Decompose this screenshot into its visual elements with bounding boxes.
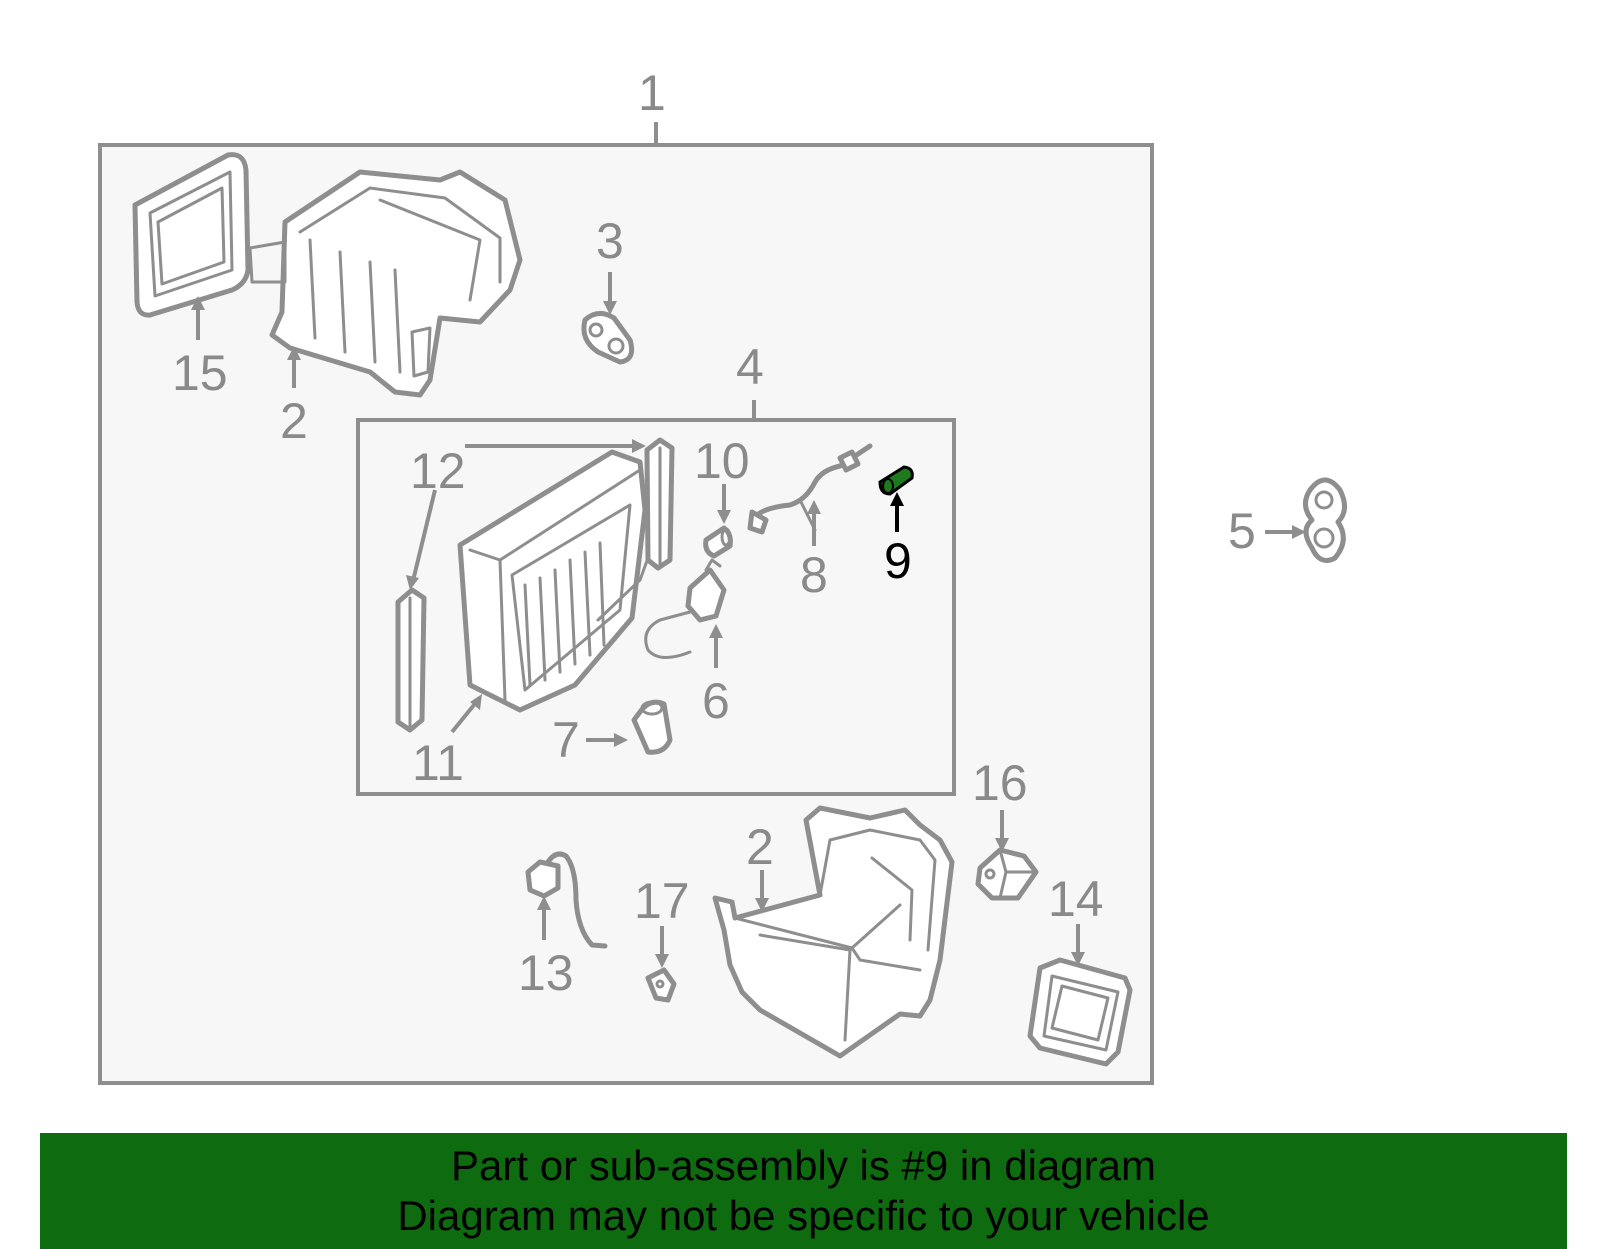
part-3-gasket[interactable] <box>581 311 635 365</box>
part-16-damper[interactable] <box>975 847 1039 901</box>
callout-9[interactable]: 9 <box>884 533 912 589</box>
part-17-clip[interactable] <box>645 967 677 1003</box>
callout-2-upper[interactable]: 2 <box>280 393 308 449</box>
callout-7[interactable]: 7 <box>552 712 580 768</box>
part-14-seal-frame[interactable] <box>1027 957 1133 1067</box>
callout-8[interactable]: 8 <box>800 547 828 603</box>
banner-line-2: Diagram may not be specific to your vehi… <box>397 1192 1210 1239</box>
part-6-expansion-valve[interactable] <box>644 558 727 659</box>
callout-4[interactable]: 4 <box>736 339 764 395</box>
part-12-seal-strips[interactable] <box>395 437 675 733</box>
callout-17[interactable]: 17 <box>634 873 690 929</box>
part-5-grommet[interactable] <box>1303 477 1347 563</box>
part-2-upper-case[interactable] <box>248 169 523 398</box>
part-9-oring-highlighted[interactable] <box>878 465 914 496</box>
callout-14[interactable]: 14 <box>1048 871 1104 927</box>
callout-12[interactable]: 12 <box>410 443 466 499</box>
part-15-filter-frame[interactable] <box>132 152 251 318</box>
info-banner: Part or sub-assembly is #9 in diagram Di… <box>40 1133 1567 1249</box>
callout-10[interactable]: 10 <box>694 433 750 489</box>
callout-11[interactable]: 11 <box>412 735 464 791</box>
callout-1[interactable]: 1 <box>638 65 666 121</box>
part-11-evaporator-core[interactable] <box>457 449 662 713</box>
callout-13[interactable]: 13 <box>518 945 574 1001</box>
callout-16[interactable]: 16 <box>972 755 1028 811</box>
callout-6[interactable]: 6 <box>702 673 730 729</box>
part-2-lower-case[interactable] <box>712 805 955 1059</box>
parts-diagram: 1 4 15 2 3 5 <box>98 65 1347 1085</box>
banner-line-1: Part or sub-assembly is #9 in diagram <box>451 1142 1156 1189</box>
callout-5[interactable]: 5 <box>1228 503 1256 559</box>
part-8-pipe[interactable] <box>747 443 873 535</box>
callout-15[interactable]: 15 <box>172 345 228 401</box>
part-10-oring[interactable] <box>703 525 733 559</box>
callout-3[interactable]: 3 <box>596 213 624 269</box>
callout-2-lower[interactable]: 2 <box>746 819 774 875</box>
part-13-harness[interactable] <box>525 851 608 949</box>
part-7-thermistor[interactable] <box>631 699 673 755</box>
